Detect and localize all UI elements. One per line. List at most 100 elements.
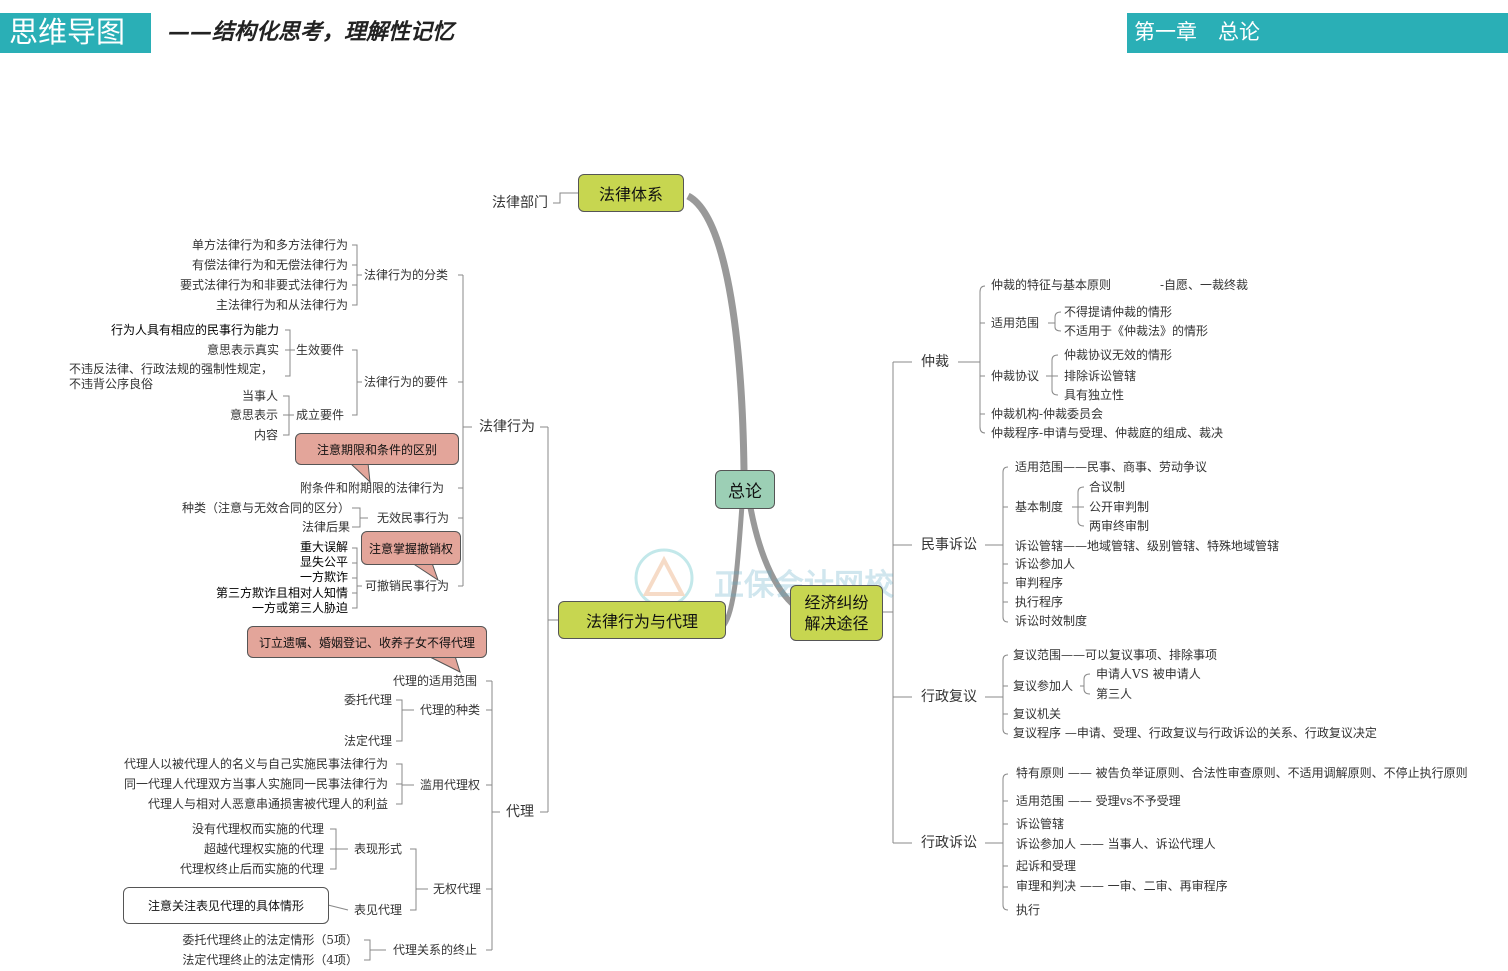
form-item: 超越代理权实施的代理 <box>203 842 324 856</box>
formation-requirements-label: 成立要件 <box>296 408 345 422</box>
civil-execution: 执行程序 <box>1015 595 1064 609</box>
civil-litigation-label: 民事诉讼 <box>921 537 977 553</box>
revocable-item: 显失公平 <box>299 555 348 569</box>
agency-label: 代理 <box>506 804 534 820</box>
forms-label: 表现形式 <box>354 842 403 856</box>
legal-act-agency-label: 法律行为与代理 <box>585 612 698 631</box>
legal-department: 法律部门 <box>492 195 548 211</box>
effective-item: 意思表示真实 <box>206 343 279 357</box>
note-apparent-text: 注意关注表见代理的具体情形 <box>147 899 304 913</box>
dispute-label-line1: 经济纠纷 <box>804 593 869 612</box>
arbitration-scope-item: 不得提请仲裁的情形 <box>1064 305 1173 319</box>
note-revocation-callout: 注意掌握撤销权 <box>361 531 461 565</box>
node-legal-system[interactable]: 法律体系 <box>578 174 684 212</box>
apparent-agency: 表见代理 <box>354 903 403 917</box>
agency-type-item: 委托代理 <box>343 693 392 707</box>
admin-trial: 审理和判决 —— 一审、二审、再审程序 <box>1016 879 1228 893</box>
classification-label: 法律行为的分类 <box>364 268 449 282</box>
revocable-act-label: 可撤销民事行为 <box>365 579 450 593</box>
agency-types-label: 代理的种类 <box>420 703 481 717</box>
formation-item: 内容 <box>253 428 278 442</box>
note-apparent-callout: 注意关注表见代理的具体情形 <box>123 887 329 924</box>
arbitration-agreement-item: 具有独立性 <box>1064 388 1125 402</box>
revocable-item: 一方欺诈 <box>299 570 348 584</box>
note-condition-callout: 注意期限和条件的区别 <box>295 433 459 465</box>
termination-item: 法定代理终止的法定情形（4项） <box>182 953 358 967</box>
civil-system-item: 两审终审制 <box>1089 519 1150 533</box>
review-procedure: 复议程序 —申请、受理、行政复议与行政诉讼的关系、行政复议决定 <box>1013 726 1377 740</box>
legal-act-label: 法律行为 <box>479 419 535 435</box>
arbitration-institution: 仲裁机构-仲裁委员会 <box>991 407 1104 421</box>
civil-jurisdiction: 诉讼管辖——地域管辖、级别管辖、特殊地域管辖 <box>1015 539 1280 553</box>
title-banner: 思维导图 <box>0 13 151 53</box>
abuse-label: 滥用代理权 <box>420 778 481 792</box>
note-condition-text: 注意期限和条件的区别 <box>316 442 437 457</box>
arbitration-scope-label: 适用范围 <box>991 316 1040 330</box>
review-participant-item: 申请人VS 被申请人 <box>1096 667 1201 681</box>
civil-limitation: 诉讼时效制度 <box>1015 614 1088 628</box>
effective-item: 不违反法律、行政法规的强制性规定， <box>69 362 274 376</box>
form-item: 代理权终止后而实施的代理 <box>179 862 324 876</box>
dispute-label-line2: 解决途径 <box>804 614 869 633</box>
effective-requirements-label: 生效要件 <box>296 343 345 357</box>
node-dispute-resolution[interactable]: 经济纠纷 解决途径 <box>790 585 883 641</box>
agency-type-item: 法定代理 <box>343 734 392 748</box>
title: 思维导图 <box>9 15 126 49</box>
review-participant-item: 第三人 <box>1096 687 1133 701</box>
conditional-act: 附条件和附期限的法律行为 <box>300 481 445 495</box>
abuse-item: 同一代理人代理双方当事人实施同一民事法律行为 <box>123 777 388 791</box>
admin-execution: 执行 <box>1016 903 1041 917</box>
civil-scope: 适用范围——民事、商事、劳动争议 <box>1015 460 1208 474</box>
classification-item: 单方法律行为和多方法律行为 <box>191 238 348 252</box>
review-organ: 复议机关 <box>1013 707 1062 721</box>
invalid-item: 法律后果 <box>301 520 350 534</box>
chapter-banner: 第一章 总论 <box>1127 13 1508 53</box>
admin-scope: 适用范围 —— 受理vs不予受理 <box>1016 794 1181 808</box>
admin-litigation-label: 行政诉讼 <box>921 835 977 851</box>
form-item: 没有代理权而实施的代理 <box>191 822 324 836</box>
requirements-label: 法律行为的要件 <box>364 375 449 389</box>
classification-item: 要式法律行为和非要式法律行为 <box>179 278 348 292</box>
center-node[interactable]: 总论 <box>715 470 775 509</box>
arbitration-features: 仲裁的特征与基本原则 <box>991 278 1112 292</box>
admin-jurisdiction: 诉讼管辖 <box>1016 817 1065 831</box>
watermark-logo-icon <box>634 548 694 608</box>
revocable-item: 一方或第三人胁迫 <box>251 601 348 615</box>
formation-item: 当事人 <box>241 389 278 403</box>
review-scope: 复议范围——可以复议事项、排除事项 <box>1013 648 1218 662</box>
arbitration-label: 仲裁 <box>921 354 949 370</box>
note-revocation-text: 注意掌握撤销权 <box>368 541 453 556</box>
effective-item: 行为人具有相应的民事行为能力 <box>110 323 279 337</box>
note-scope-callout: 订立遗嘱、婚姻登记、收养子女不得代理 <box>247 626 487 658</box>
legal-system-label: 法律体系 <box>598 185 663 204</box>
admin-participants: 诉讼参加人 —— 当事人、诉讼代理人 <box>1016 837 1216 851</box>
node-legal-act-agency[interactable]: 法律行为与代理 <box>558 601 726 639</box>
invalid-act-label: 无效民事行为 <box>377 511 450 525</box>
arbitration-scope-item: 不适用于《仲裁法》的情形 <box>1064 324 1209 338</box>
review-participants-label: 复议参加人 <box>1013 679 1074 693</box>
formation-item: 意思表示 <box>229 408 278 422</box>
civil-system-label: 基本制度 <box>1015 500 1064 514</box>
arbitration-agreement-label: 仲裁协议 <box>991 369 1040 383</box>
arbitration-agreement-item: 排除诉讼管辖 <box>1064 369 1137 383</box>
arbitration-features-detail: -自愿、一裁终裁 <box>1160 278 1249 292</box>
classification-item: 主法律行为和从法律行为 <box>215 298 348 312</box>
arbitration-procedure: 仲裁程序-申请与受理、仲裁庭的组成、裁决 <box>991 426 1224 440</box>
revocable-item: 重大误解 <box>299 540 348 554</box>
classification-item: 有偿法律行为和无偿法律行为 <box>191 258 348 272</box>
chapter-title: 第一章 总论 <box>1134 20 1260 44</box>
termination-item: 委托代理终止的法定情形（5项） <box>182 933 358 947</box>
invalid-item: 种类（注意与无效合同的区分） <box>181 501 350 515</box>
center-label: 总论 <box>728 482 762 502</box>
subtitle: ——结构化思考，理解性记忆 <box>168 19 455 45</box>
civil-participants: 诉讼参加人 <box>1015 557 1076 571</box>
admin-filing: 起诉和受理 <box>1016 859 1077 873</box>
admin-review-label: 行政复议 <box>921 689 977 705</box>
abuse-item: 代理人与相对人恶意串通损害被代理人的利益 <box>147 797 388 811</box>
civil-system-item: 公开审判制 <box>1089 500 1150 514</box>
revocable-item: 第三方欺诈且相对人知情 <box>215 586 348 600</box>
agency-scope: 代理的适用范围 <box>393 674 478 688</box>
civil-system-item: 合议制 <box>1089 480 1126 494</box>
note-scope-text: 订立遗嘱、婚姻登记、收养子女不得代理 <box>258 635 475 650</box>
